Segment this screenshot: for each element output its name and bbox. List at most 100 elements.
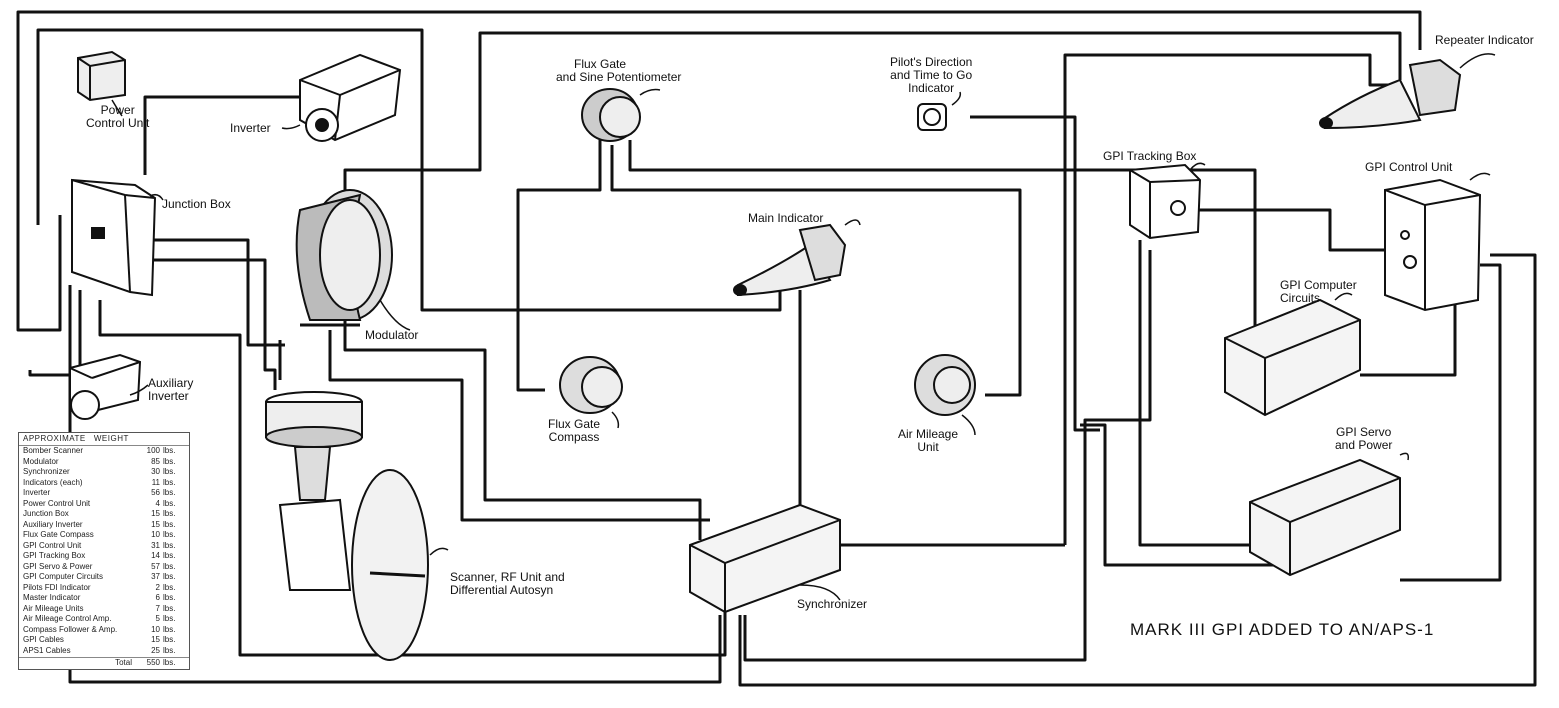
label-scanner-line2: Differential Autosyn bbox=[450, 583, 554, 597]
weight-item-unit: lbs. bbox=[163, 645, 176, 655]
label-gpi-computer-line2: Circuits bbox=[1280, 291, 1321, 305]
weight-item-name: GPI Cables bbox=[23, 635, 64, 644]
weight-item-unit: lbs. bbox=[163, 593, 176, 602]
cable-computer-servo bbox=[1360, 290, 1457, 377]
weight-item-unit: lbs. bbox=[163, 467, 176, 476]
label-flux-compass-line1: Flux Gate bbox=[548, 417, 601, 431]
weight-item-unit: lbs. bbox=[163, 446, 176, 455]
scanner bbox=[265, 391, 449, 661]
cable-aux-inverter bbox=[28, 290, 82, 377]
label-gpi-computer-line1: GPI Computer bbox=[1280, 278, 1357, 292]
label-air-mileage-line1: Air Mileage bbox=[898, 427, 959, 441]
cable-repeater bbox=[1063, 53, 1390, 545]
cable-tracking-control bbox=[1195, 208, 1390, 252]
weight-table-header-approx: APPROXIMATE bbox=[23, 434, 86, 443]
cable-jb-modulator bbox=[150, 258, 277, 390]
weight-item-name: GPI Tracking Box bbox=[23, 551, 86, 560]
cable-tracking-down bbox=[1138, 240, 1250, 547]
weight-item-unit: lbs. bbox=[163, 635, 176, 644]
label-flux-gate-compass: Flux Gate Compass bbox=[548, 418, 600, 444]
pilots-direction-indicator bbox=[917, 91, 962, 131]
gpi-computer-circuits bbox=[1224, 292, 1361, 417]
weight-item-value: 2 bbox=[155, 582, 160, 592]
weight-item-value: 57 bbox=[151, 561, 160, 571]
weight-item-value: 15 bbox=[151, 509, 160, 518]
cable-jb-scanner bbox=[98, 300, 727, 657]
flux-gate-compass bbox=[559, 356, 623, 429]
weight-item-value: 10 bbox=[151, 530, 160, 539]
weight-item-value: 10 bbox=[151, 624, 160, 634]
weight-item-name: Junction Box bbox=[23, 509, 69, 518]
label-power-control-unit: Power Control Unit bbox=[86, 104, 149, 130]
weight-item-unit: lbs. bbox=[163, 530, 176, 539]
weight-item-value: 5 bbox=[155, 614, 160, 623]
cable-outer-right bbox=[738, 253, 1537, 687]
label-gpi-servo-line2: and Power bbox=[1335, 438, 1393, 452]
weight-item-name: GPI Computer Circuits bbox=[23, 572, 104, 581]
weight-item-unit: lbs. bbox=[163, 509, 176, 518]
weight-item-name: GPI Servo & Power bbox=[23, 561, 93, 571]
gpi-control-unit bbox=[1384, 172, 1491, 312]
label-junction-box: Junction Box bbox=[162, 197, 231, 211]
weight-table-total-unit: lbs. bbox=[163, 658, 176, 667]
modulator bbox=[295, 189, 411, 331]
label-gpi-computer-circuits: GPI Computer Circuits bbox=[1280, 279, 1357, 305]
weight-table-total-label: Total bbox=[115, 658, 132, 667]
main-indicator bbox=[733, 219, 861, 297]
weight-item-unit: lbs. bbox=[163, 519, 176, 529]
weight-table-total-row: Total 550 lbs. bbox=[19, 657, 189, 669]
weight-item-value: 6 bbox=[155, 593, 160, 602]
weight-item-value: 31 bbox=[151, 540, 160, 550]
cable-outer-top bbox=[16, 10, 1422, 240]
label-pilots-line2: and Time to Go bbox=[890, 68, 973, 82]
weight-item-unit: lbs. bbox=[163, 603, 176, 613]
weight-item-name: GPI Control Unit bbox=[23, 540, 82, 550]
weight-item-value: 56 bbox=[151, 488, 160, 497]
auxiliary-inverter bbox=[69, 353, 149, 420]
diagram-title: MARK III GPI ADDED TO AN/APS-1 bbox=[1130, 620, 1435, 639]
weight-item-name: Compass Follower & Amp. bbox=[23, 624, 118, 634]
cable-jb-inverter bbox=[143, 95, 300, 175]
weight-item-value: 15 bbox=[151, 519, 160, 529]
label-scanner: Scanner, RF Unit and Differential Autosy… bbox=[450, 571, 565, 597]
label-flux-gate-sine-pot: Flux Gate and Sine Potentiometer bbox=[556, 58, 681, 84]
weight-item-name: Flux Gate Compass bbox=[23, 530, 94, 539]
label-air-mileage-unit: Air Mileage Unit bbox=[898, 428, 958, 454]
label-scanner-line1: Scanner, RF Unit and bbox=[450, 570, 565, 584]
cable-fluxgate-mid bbox=[610, 145, 1022, 397]
weight-item-value: 15 bbox=[151, 635, 160, 644]
cable-pilots bbox=[970, 115, 1100, 432]
weight-item-value: 100 bbox=[146, 446, 160, 455]
label-modulator: Modulator bbox=[365, 328, 419, 342]
weight-item-unit: lbs. bbox=[163, 488, 176, 497]
cable-mod-sync bbox=[343, 320, 702, 540]
weight-item-unit: lbs. bbox=[163, 561, 176, 571]
label-flux-compass-line2: Compass bbox=[548, 430, 600, 444]
weight-item-name: Air Mileage Control Amp. bbox=[23, 614, 112, 623]
weight-item-unit: lbs. bbox=[163, 456, 176, 466]
weight-item-unit: lbs. bbox=[163, 582, 176, 592]
weight-item-unit: lbs. bbox=[163, 624, 176, 634]
cable-mod-top bbox=[343, 31, 1402, 200]
label-flux-gate-line1: Flux Gate bbox=[574, 57, 627, 71]
weight-item-name: Auxiliary Inverter bbox=[23, 519, 83, 529]
label-gpi-control-unit: GPI Control Unit bbox=[1365, 160, 1453, 174]
cables bbox=[16, 10, 1537, 687]
weight-item-unit: lbs. bbox=[163, 477, 176, 487]
weight-item-name: Bomber Scanner bbox=[23, 446, 84, 455]
